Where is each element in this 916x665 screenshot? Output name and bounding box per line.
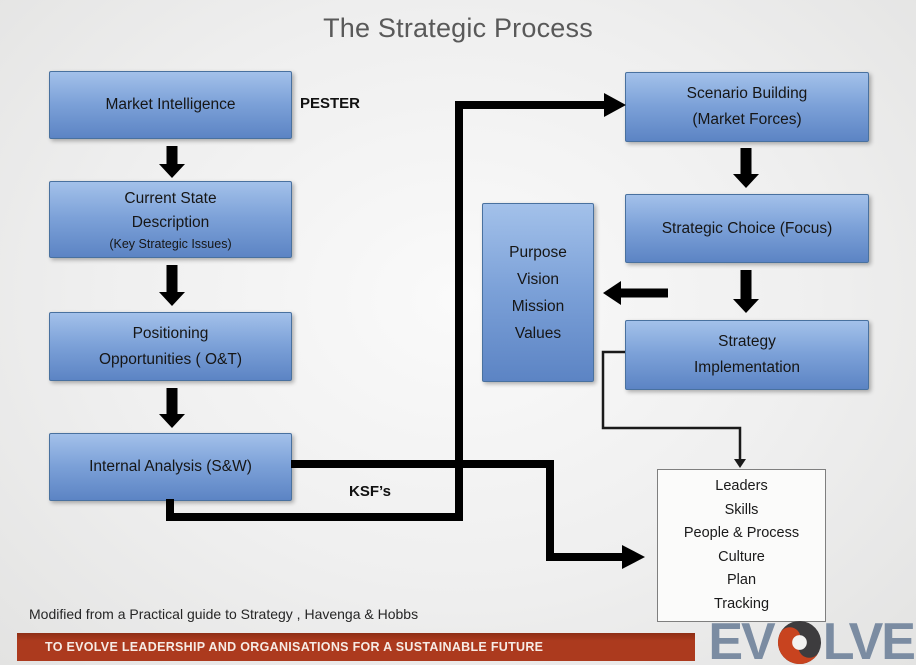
box-scenario-line2: (Market Forces) xyxy=(692,111,802,128)
pester-label: PESTER xyxy=(300,95,361,112)
down-arrow-current-to-positioning xyxy=(159,265,185,306)
box-purpose-vision-mission-values: Purpose Vision Mission Values xyxy=(482,203,594,382)
box-internal-analysis: Internal Analysis (S&W) xyxy=(49,433,292,501)
purpose-line: Purpose xyxy=(509,243,567,261)
evolve-swirl-icon xyxy=(777,620,821,665)
down-arrow-scenario-to-choice xyxy=(733,148,759,188)
evolve-logo-text-left: EV xyxy=(708,613,775,665)
box-leaders-list: Leaders Skills People & Process Culture … xyxy=(657,469,826,622)
evolve-logo: EV LVE xyxy=(708,613,916,665)
down-arrow-market-to-current xyxy=(159,146,185,178)
box-positioning-opportunities: Positioning Opportunities ( O&T) xyxy=(49,312,292,381)
evolve-logo-text-right: LVE xyxy=(822,613,916,665)
values-line: Values xyxy=(514,324,562,342)
leaders-line: Leaders xyxy=(715,478,768,494)
box-current-state-line3: (Key Strategic Issues) xyxy=(109,236,232,251)
skills-line: Skills xyxy=(724,501,759,518)
culture-line: Culture xyxy=(718,548,765,565)
box-scenario-building: Scenario Building (Market Forces) xyxy=(625,72,869,142)
people-process-line: People & Process xyxy=(683,525,800,541)
mission-line: Mission xyxy=(511,297,565,315)
box-strategic-choice: Strategic Choice (Focus) xyxy=(625,194,869,263)
box-current-state-description: Current State Description (Key Strategic… xyxy=(49,181,292,258)
box-market-intelligence: Market Intelligence xyxy=(49,71,292,139)
box-current-state-line1: Current State xyxy=(124,189,217,207)
box-market-intelligence-label: Market Intelligence xyxy=(105,96,236,113)
box-strategy-impl-line2: Implementation xyxy=(694,359,800,376)
box-strategy-impl-line1: Strategy xyxy=(718,333,776,350)
box-positioning-line2: Opportunities ( O&T) xyxy=(99,350,242,368)
box-current-state-line2: Description xyxy=(131,213,210,231)
box-internal-analysis-label: Internal Analysis (S&W) xyxy=(89,458,252,475)
plan-line: Plan xyxy=(726,572,757,588)
down-arrow-choice-to-implementation xyxy=(733,270,759,313)
vision-line: Vision xyxy=(517,270,559,288)
tagline-banner: TO EVOLVE LEADERSHIP AND ORGANISATIONS F… xyxy=(17,633,695,661)
box-positioning-line1: Positioning xyxy=(132,324,209,342)
down-arrow-positioning-to-internal xyxy=(159,388,185,428)
source-attribution: Modified from a Practical guide to Strat… xyxy=(29,606,419,622)
connector-internal-to-leaders xyxy=(291,460,645,569)
box-strategy-implementation: Strategy Implementation xyxy=(625,320,869,390)
box-scenario-line1: Scenario Building xyxy=(686,85,808,102)
page-title: The Strategic Process xyxy=(323,13,593,43)
tracking-line: Tracking xyxy=(713,595,770,612)
left-arrow-to-purpose-box xyxy=(603,281,668,305)
box-strategic-choice-label: Strategic Choice (Focus) xyxy=(661,219,833,237)
ksf-label: KSF’s xyxy=(349,483,391,500)
